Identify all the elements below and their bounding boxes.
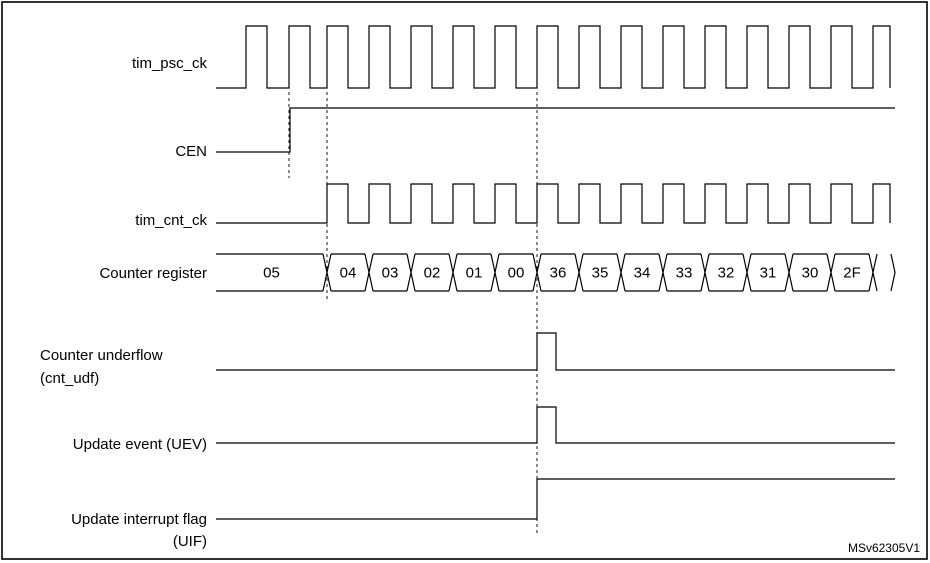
label-tim-cnt-ck: tim_cnt_ck (135, 212, 207, 229)
counter-value: 02 (424, 265, 441, 282)
waveform-cen (216, 107, 895, 153)
counter-value: 00 (508, 265, 525, 282)
label-counter-underflow: Counter underflow (40, 347, 163, 364)
counter-value: 05 (263, 265, 280, 282)
bus-rail (583, 253, 617, 292)
bus-rail (541, 253, 575, 292)
bus-rail (793, 253, 827, 292)
bus-rail (216, 253, 323, 292)
bus-rail (415, 253, 449, 292)
counter-value: 36 (550, 265, 567, 282)
label-cen: CEN (175, 143, 207, 160)
counter-value: 35 (592, 265, 609, 282)
counter-value: 31 (760, 265, 777, 282)
counter-value: 04 (340, 265, 357, 282)
counter-register-bus: 05 04 03 02 01 00 36 35 34 33 32 31 30 2F (216, 253, 896, 292)
bus-transition (742, 253, 752, 292)
bus-transition (448, 253, 458, 292)
waveform-tim-psc-ck (216, 25, 891, 89)
label-counter-underflow-sub: (cnt_udf) (40, 370, 99, 387)
bus-rail (373, 253, 407, 292)
bus-rail (331, 253, 365, 292)
label-counter-register: Counter register (99, 265, 207, 282)
bus-transition (406, 253, 416, 292)
label-update-interrupt-flag: Update interrupt flag (71, 511, 207, 528)
bus-transition (574, 253, 584, 292)
bus-rail (625, 253, 659, 292)
bus-transition (658, 253, 668, 292)
label-update-event: Update event (UEV) (73, 436, 207, 453)
counter-value: 32 (718, 265, 735, 282)
bus-transition (490, 253, 500, 292)
bus-transition (616, 253, 626, 292)
waveform-update-event (216, 406, 895, 444)
bus-transition (868, 253, 878, 292)
counter-value: 03 (382, 265, 399, 282)
label-tim-psc-ck: tim_psc_ck (132, 55, 208, 72)
bus-rail (751, 253, 785, 292)
waveform-tim-cnt-ck (216, 183, 891, 224)
bus-transition (700, 253, 710, 292)
counter-value: 33 (676, 265, 693, 282)
counter-value: 34 (634, 265, 651, 282)
counter-value: 2F (843, 265, 861, 282)
waveform-counter-underflow (216, 332, 895, 371)
label-update-interrupt-flag-sub: (UIF) (173, 533, 207, 550)
counter-value: 30 (802, 265, 819, 282)
figure-reference: MSv62305V1 (848, 541, 920, 555)
waveform-update-interrupt-flag (216, 478, 895, 520)
bus-rail (667, 253, 701, 292)
bus-rail (457, 253, 491, 292)
bus-transition (784, 253, 794, 292)
bus-transition (890, 253, 896, 292)
counter-value: 01 (466, 265, 483, 282)
bus-rail (709, 253, 743, 292)
bus-transition (364, 253, 374, 292)
bus-transition (826, 253, 836, 292)
bus-rail (499, 253, 533, 292)
bus-rail (835, 253, 869, 292)
